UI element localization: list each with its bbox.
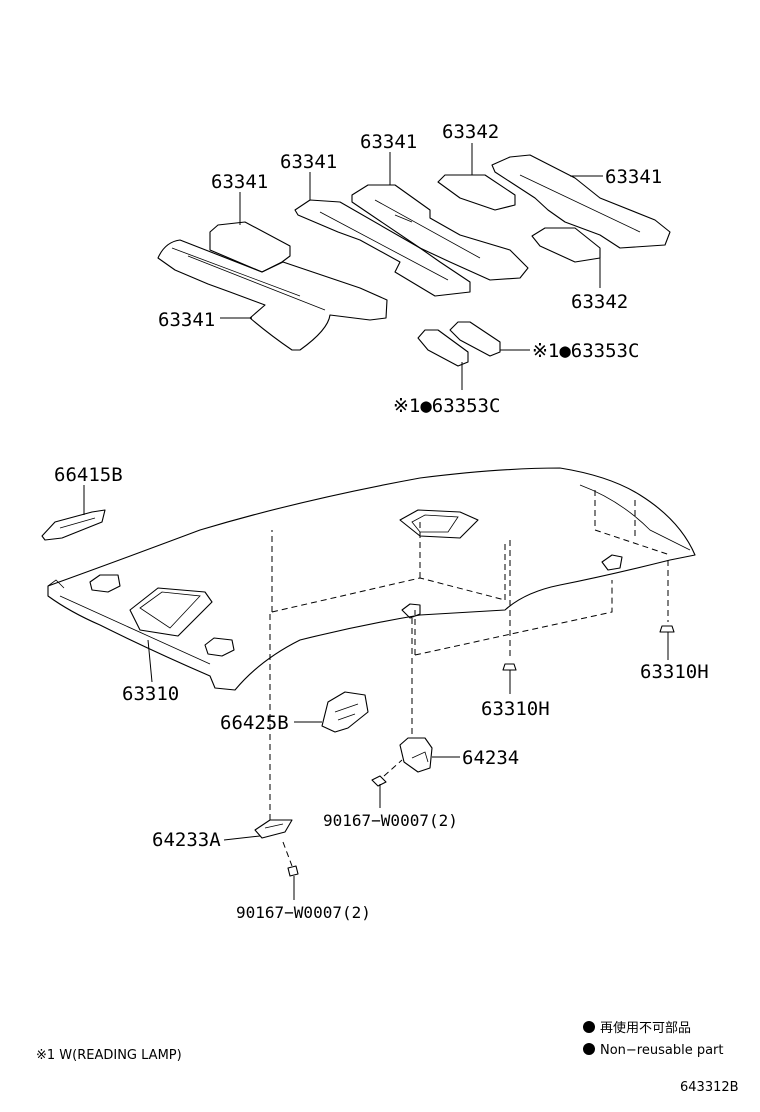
front-sunroof-opening	[129, 587, 213, 637]
lamp-64233a	[254, 819, 293, 839]
rear-lamp-recess	[204, 637, 235, 657]
label-63341-a: 63341	[211, 171, 268, 193]
map-lamp-recess	[89, 574, 121, 593]
pad-middle-upper	[351, 184, 529, 281]
label-63341-d: 63341	[605, 166, 662, 188]
label-66415b: 66415B	[54, 464, 123, 486]
label-64233a: 64233A	[152, 829, 221, 851]
footnote: ※1 W(READING LAMP)	[36, 1048, 182, 1063]
label-63341-e: 63341	[158, 309, 215, 331]
label-63353c-b: ※1●63353C	[393, 395, 500, 417]
clip-63310h-right	[659, 625, 675, 633]
legend: 再使用不可部品 Non−reusable part ※1 W(READING L…	[36, 1020, 739, 1095]
label-63342-b: 63342	[571, 291, 628, 313]
pad-left-narrow	[209, 221, 291, 273]
pad-right-large	[491, 154, 671, 249]
legend-jp: 再使用不可部品	[600, 1020, 691, 1036]
silencer-pads	[157, 154, 671, 367]
headliner-outline	[47, 467, 696, 691]
strip-upper	[449, 321, 501, 357]
headliner-panel	[47, 467, 696, 691]
pad-small-upper	[437, 174, 516, 211]
label-66425b: 66425B	[220, 712, 289, 734]
side-recess	[601, 554, 623, 571]
bracket-66415b	[41, 509, 106, 541]
label-63341-b: 63341	[280, 151, 337, 173]
screw-lower	[287, 865, 299, 877]
lamp-64234	[399, 737, 433, 773]
pad-middle-long	[294, 199, 471, 297]
label-90167-b: 90167−W0007(2)	[236, 903, 371, 922]
small-parts	[41, 509, 675, 877]
leader-lines	[83, 143, 669, 900]
strip-lower	[417, 329, 469, 367]
pad-left-large	[157, 239, 388, 351]
legend-en: Non−reusable part	[600, 1043, 724, 1058]
label-63342-a: 63342	[442, 121, 499, 143]
pad-small-right	[531, 227, 601, 263]
label-64234: 64234	[462, 747, 519, 769]
nonreusable-dot-icon	[583, 1043, 595, 1055]
rear-opening	[399, 509, 479, 539]
bracket-66425b	[321, 691, 369, 733]
clip-63310h-center	[502, 663, 517, 671]
label-63341-c: 63341	[360, 131, 417, 153]
label-63310h-b: 63310H	[640, 661, 709, 683]
screw-upper	[371, 775, 387, 787]
label-63353c-a: ※1●63353C	[532, 340, 639, 362]
part-labels: 63341 63341 63341 63342 63341 63342 6334…	[54, 121, 709, 922]
label-63310: 63310	[122, 683, 179, 705]
center-lamp-recess	[401, 603, 421, 619]
label-63310h-a: 63310H	[481, 698, 550, 720]
figure-id: 643312B	[680, 1080, 739, 1095]
label-90167-a: 90167−W0007(2)	[323, 811, 458, 830]
nonreusable-dot-icon	[583, 1021, 595, 1033]
